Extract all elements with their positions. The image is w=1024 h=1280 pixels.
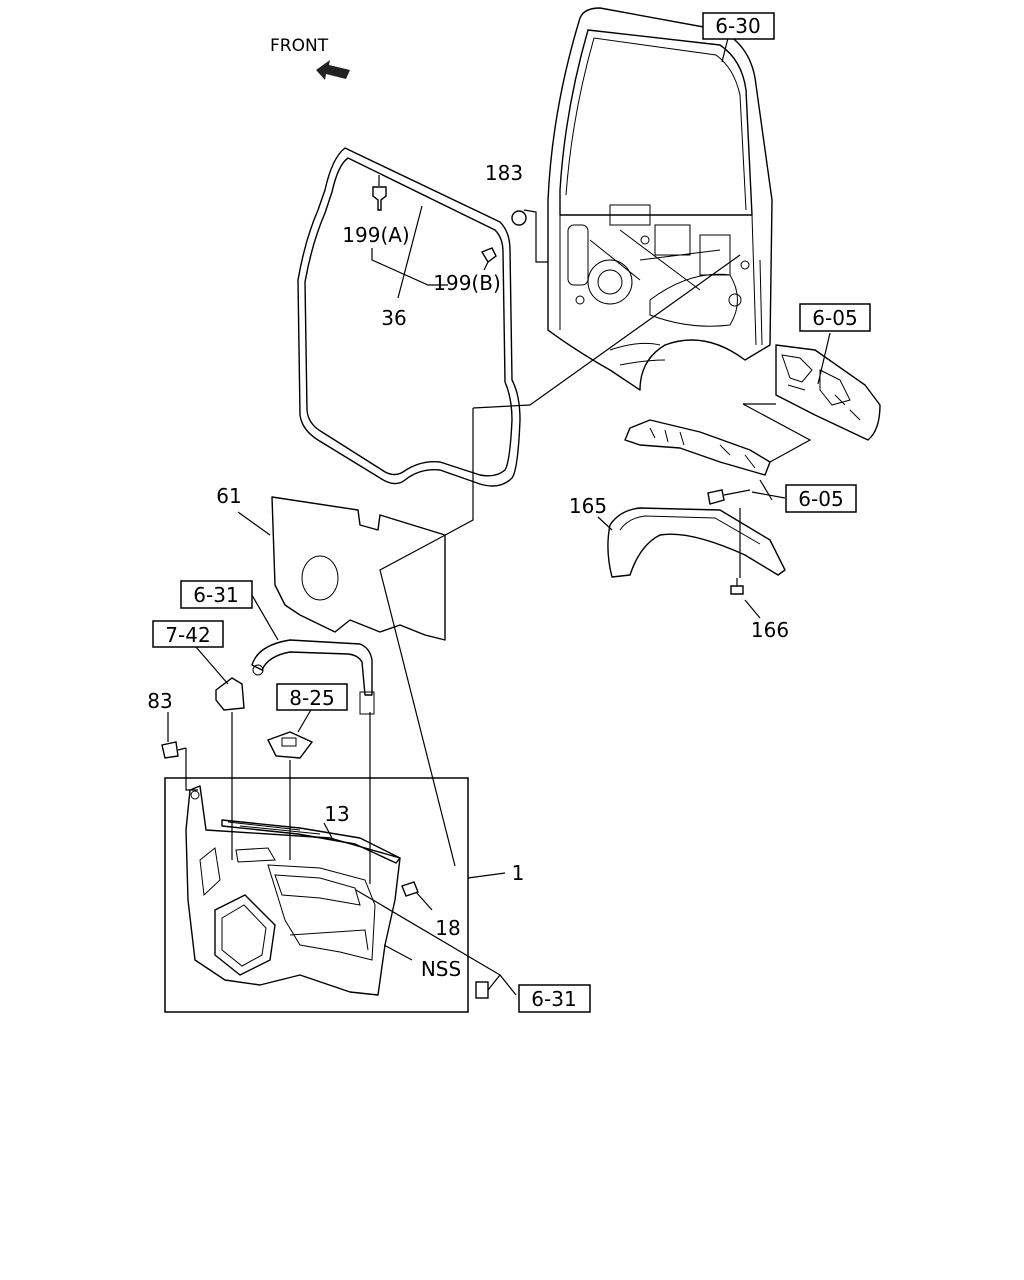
ref-box-label: 6-31 [193,583,238,607]
ref-box-label: 6-05 [812,306,857,330]
callout-165: 165 [569,494,607,518]
plug-183-part [511,210,527,226]
ref-box-label: 7-42 [165,623,210,647]
callout-nss: NSS [421,957,461,981]
callout-199a: 199(A) [342,223,409,247]
callout-13: 13 [324,802,349,826]
callout-18: 18 [435,916,460,940]
bolt-166-part [730,578,744,595]
callout-199b: 199(B) [433,271,501,295]
window-strip-part [221,819,401,864]
callout-61: 61 [216,484,241,508]
ref-box-8-25: 8-25 [276,683,348,711]
ref-box-label: 8-25 [289,686,334,710]
door-frame-part [547,7,773,391]
step-bracket-part [624,419,771,476]
leader-lines [167,37,831,996]
screw-18-part [401,881,419,897]
ref-box-6-05-top: 6-05 [799,303,871,332]
ref-box-6-30: 6-30 [702,12,775,40]
ref-box-6-05-bottom: 6-05 [785,484,857,513]
cap-part [475,981,489,999]
ref-box-7-42: 7-42 [152,620,224,648]
inner-handle-part [215,677,245,711]
callout-183: 183 [485,161,523,185]
window-switch-part [267,731,314,759]
callout-1: 1 [512,861,525,885]
door-trim-panel-part [185,785,401,996]
step-trim-part [775,344,881,441]
sealing-sheet-part [271,496,446,641]
ref-box-label: 6-05 [798,487,843,511]
clip-199a-part [372,175,387,211]
callout-166: 166 [751,618,789,642]
weatherstrip-part [297,147,521,487]
screw-83-part [161,741,187,759]
bolt-605-part [707,489,751,505]
front-label: FRONT [270,36,329,56]
callout-36: 36 [381,306,406,330]
ref-box-6-31-top: 6-31 [180,580,253,609]
clip-199b-part [480,247,497,271]
assist-grip-part [251,639,375,715]
callout-83: 83 [147,689,172,713]
ref-box-label: 6-30 [715,14,760,38]
ref-box-6-31-bottom: 6-31 [518,984,591,1013]
front-arrow-icon [316,60,350,80]
mud-guard-part [607,507,786,578]
ref-box-label: 6-31 [531,987,576,1011]
